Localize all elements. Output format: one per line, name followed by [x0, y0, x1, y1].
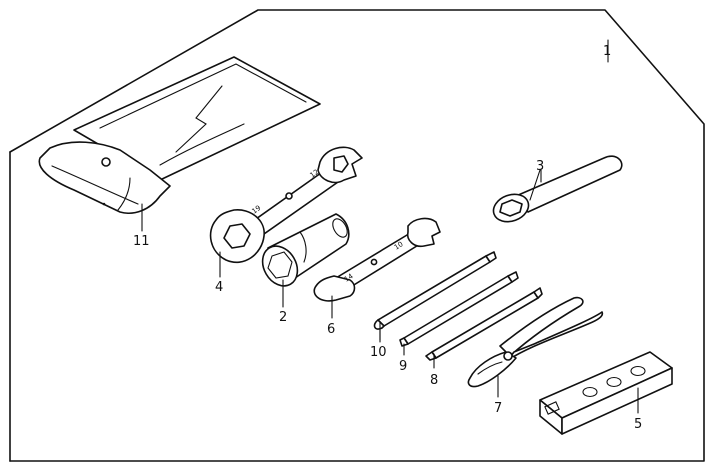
wrench-marking-19: 19 — [250, 204, 262, 216]
callout-10: 10 — [370, 345, 387, 360]
pliers — [467, 296, 604, 388]
screwdriver-bit-8 — [425, 287, 543, 361]
callout-5: 5 — [634, 417, 642, 432]
box-handle — [539, 351, 673, 435]
box-socket — [261, 213, 350, 287]
wrench-marking-10: 10 — [393, 240, 405, 252]
screwdriver-handle — [373, 251, 497, 341]
callout-2: 2 — [279, 310, 287, 325]
large-combination-wrench: 19 12 — [209, 146, 363, 263]
screwdriver-bit-9 — [399, 271, 519, 347]
small-combination-wrench: 14 10 — [313, 217, 441, 302]
callout-3: 3 — [536, 159, 544, 174]
kit-boundary — [9, 9, 705, 462]
leader-lines — [141, 39, 639, 414]
callout-7: 7 — [494, 401, 502, 416]
callout-1: 1 — [603, 44, 611, 59]
callout-4: 4 — [215, 280, 223, 295]
callout-11: 11 — [133, 234, 150, 249]
wrench-marking-12: 12 — [308, 168, 320, 180]
callout-labels: 1 2 3 4 5 6 7 8 9 10 11 — [133, 44, 642, 432]
callout-8: 8 — [430, 373, 438, 388]
tool-bag — [38, 56, 321, 214]
callout-9: 9 — [399, 359, 407, 374]
callout-6: 6 — [327, 322, 335, 337]
wrench-marking-14: 14 — [343, 272, 355, 284]
ring-spanner — [492, 155, 623, 223]
